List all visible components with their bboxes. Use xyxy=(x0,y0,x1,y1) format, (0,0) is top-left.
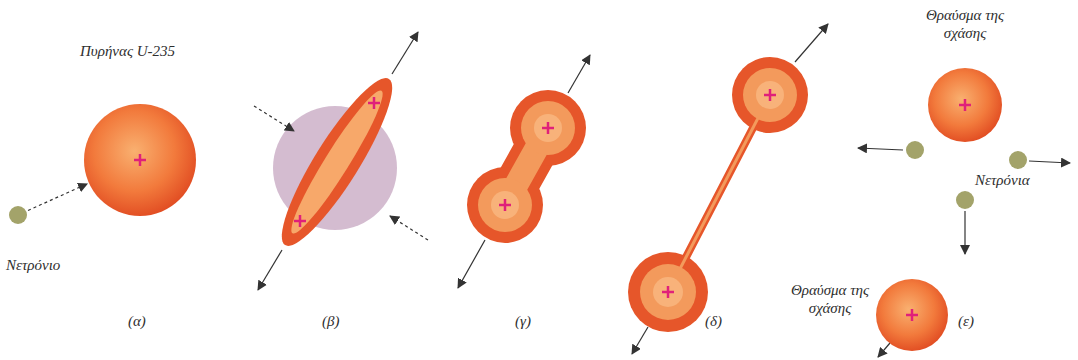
text-holder: Πυρήνας U-235 xyxy=(80,42,240,60)
node-label: Πυρήνας U-235 xyxy=(80,42,240,60)
fission-fragment-shape xyxy=(876,279,948,351)
text-holder: Θραύσμα της σχάσης xyxy=(790,281,870,317)
stretched-nucleus-core xyxy=(282,84,391,239)
text-holder: Νετρόνιο xyxy=(6,256,96,274)
part-label: Νετρόνια xyxy=(975,171,1030,189)
node-label: Θραύσμα της σχάσης xyxy=(925,6,1005,42)
stage-d xyxy=(628,24,828,354)
node-label: Νετρόνιο xyxy=(6,256,96,274)
neutron xyxy=(1009,151,1027,169)
neutron-shape xyxy=(9,206,27,224)
neutron: Νετρόνιο xyxy=(9,206,27,224)
nucleus: Πυρήνας U-235 xyxy=(84,104,196,216)
stage-caption: (β) xyxy=(322,312,339,330)
stage-b xyxy=(254,32,428,290)
nucleus-body xyxy=(84,104,196,216)
plus-sign xyxy=(662,89,776,298)
plus-sign xyxy=(499,122,554,211)
fission-fragment-shape xyxy=(928,68,1002,142)
stage-c xyxy=(458,55,590,288)
plus-sign xyxy=(959,99,971,111)
motion-arrow xyxy=(254,32,428,290)
nucleus-shape xyxy=(84,104,196,216)
stage-caption: (δ) xyxy=(705,312,722,330)
neutron xyxy=(956,191,974,209)
text-holder: Θραύσμα της σχάσης xyxy=(925,6,1005,42)
plus-sign xyxy=(906,309,918,321)
fission-fragment-body xyxy=(876,279,948,351)
stage-caption: (ε) xyxy=(958,312,974,330)
motion-arrow xyxy=(858,148,1070,357)
fission-fragment-body xyxy=(928,68,1002,142)
stage-caption: (γ) xyxy=(515,312,531,330)
motion-arrow xyxy=(458,55,590,288)
fission-fragment: Θραύσμα της σχάσης xyxy=(876,279,948,351)
incoming-neutron-arrow xyxy=(28,184,87,211)
plus-sign xyxy=(294,97,380,227)
motion-arrow xyxy=(632,24,828,354)
stage-e xyxy=(858,141,1070,357)
fission-fragment: Θραύσμα της σχάσης xyxy=(928,68,1002,142)
node-label: Θραύσμα της σχάσης xyxy=(790,281,870,317)
stretched-nucleus xyxy=(266,67,407,257)
plus-sign xyxy=(134,154,146,166)
stage-caption: (α) xyxy=(128,312,146,330)
neutron xyxy=(906,141,924,159)
neutron-body xyxy=(9,206,27,224)
